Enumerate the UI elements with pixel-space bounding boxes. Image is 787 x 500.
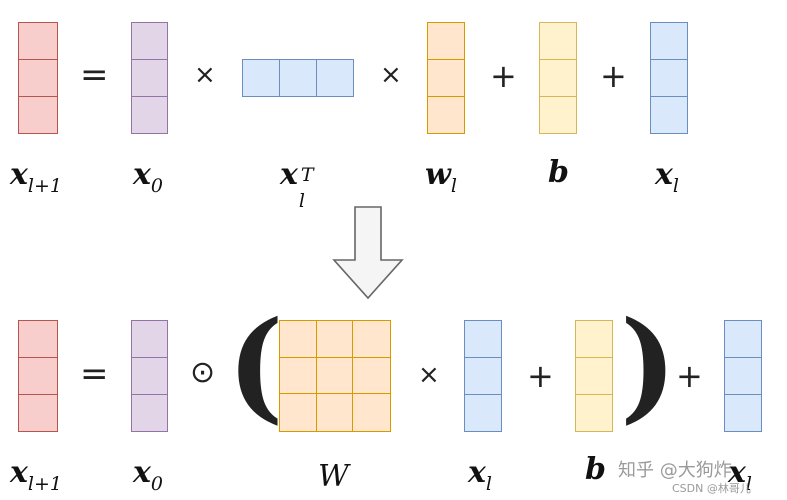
watermark-csdn: CSDN @林哥儿 xyxy=(672,482,751,495)
top-plus-operator-1: + xyxy=(490,57,517,95)
top-equals-operator: = xyxy=(80,55,109,95)
top-times-operator-1: × xyxy=(194,60,216,90)
watermark-zhihu: 知乎 @大狗炸 xyxy=(618,460,732,481)
bottom-x0-vector xyxy=(131,320,168,432)
bottom-equals-operator: = xyxy=(80,354,109,394)
top-times-operator-2: × xyxy=(380,60,402,90)
down-arrow xyxy=(332,206,404,300)
top-output-vector xyxy=(18,22,58,134)
bottom-label-W: W xyxy=(318,459,349,494)
top-xl-transpose-vector xyxy=(242,59,354,97)
top-label-wl: wl xyxy=(425,157,457,197)
top-label-b: b xyxy=(548,155,569,190)
top-weight-vector xyxy=(427,22,465,134)
top-label-xl-transpose: x T l xyxy=(280,157,314,212)
bottom-hadamard-operator: ⊙ xyxy=(190,355,216,390)
bottom-label-xl-residual: xl xyxy=(728,455,752,495)
bottom-xl-residual-vector xyxy=(724,320,762,432)
bottom-label-x-next: xl+1 xyxy=(10,455,62,495)
top-bias-vector xyxy=(539,22,577,134)
top-plus-operator-2: + xyxy=(600,57,627,95)
bottom-label-b: b xyxy=(585,452,606,487)
down-arrow-shape xyxy=(332,206,404,300)
bottom-left-parenthesis: ( xyxy=(227,295,284,436)
bottom-plus-operator-1: + xyxy=(527,357,554,395)
top-x0-vector xyxy=(131,22,168,134)
bottom-bias-vector xyxy=(575,320,613,432)
top-label-x0: x0 xyxy=(133,157,163,197)
bottom-xl-vector xyxy=(464,320,502,432)
top-label-xl: xl xyxy=(655,157,679,197)
bottom-label-xl: xl xyxy=(468,455,492,495)
bottom-times-operator: × xyxy=(418,360,440,390)
bottom-label-x0: x0 xyxy=(133,455,163,495)
top-label-x-next: xl+1 xyxy=(10,157,62,197)
bottom-right-parenthesis: ) xyxy=(620,295,677,436)
bottom-plus-operator-2: + xyxy=(676,357,703,395)
top-xl-vector xyxy=(650,22,688,134)
bottom-output-vector xyxy=(18,320,58,432)
bottom-weight-matrix xyxy=(279,320,391,432)
